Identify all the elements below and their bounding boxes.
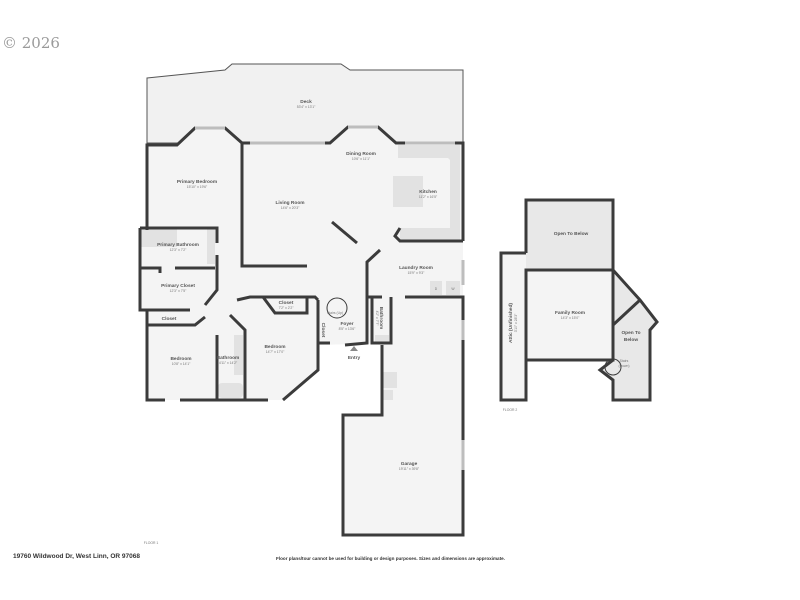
attic-dim: 3'10" x 28'3" <box>514 313 518 332</box>
dining-label: Dining Room <box>346 151 376 157</box>
stairs-up-label: Stairs (Up) <box>327 311 343 315</box>
entry-label: Entry <box>348 355 361 361</box>
open-to-below-right-label-1: Open To <box>621 330 640 336</box>
bathroom-dim: 4'11" x 14'2" <box>219 361 238 365</box>
foyer-dim: 8'5" x 13'6" <box>339 327 357 331</box>
open-to-below-right-label-2: Below <box>624 337 638 343</box>
dryer-label: D <box>435 287 438 291</box>
bedroom-left-label: Bedroom <box>170 356 191 362</box>
primary-bedroom-label: Primary Bedroom <box>177 179 217 185</box>
bedroom-mid-label: Bedroom <box>264 344 285 350</box>
kitchen-label: Kitchen <box>419 189 437 195</box>
bathroom-small-dim: 4'2" x 7'7" <box>375 311 379 327</box>
kitchen-dim: 11'2" x 16'5" <box>419 195 438 199</box>
dining-dim: 10'6" x 11'1" <box>352 157 371 161</box>
open-to-below-top-label: Open To Below <box>554 231 589 237</box>
living-room-label: Living Room <box>275 200 304 206</box>
deck-label: Deck <box>300 99 312 105</box>
stairs-down-label-2: (Down) <box>619 364 630 368</box>
family-room-dim: 14'3" x 15'0" <box>561 316 580 320</box>
bathroom-small-label: Bathroom <box>378 307 384 330</box>
stairs-down-label-1: Stairs <box>620 359 629 363</box>
primary-bathroom-label: Primary Bathroom <box>157 242 199 248</box>
property-address: 19760 Wildwood Dr, West Linn, OR 97068 <box>13 553 140 560</box>
bedroom-mid-dim: 14'7" x 17'0" <box>266 350 285 354</box>
garage-label: Garage <box>401 461 418 467</box>
bedroom-left-dim: 10'8" x 14'1" <box>172 362 191 366</box>
primary-closet-label: Primary Closet <box>161 283 195 289</box>
laundry-label: Laundry Room <box>399 265 433 271</box>
primary-closet-dim: 12'3" x 7'5" <box>170 289 188 293</box>
closet-dim: 7'2" x 2'2" <box>279 306 295 310</box>
entry-arrow-icon <box>350 346 358 351</box>
garage-dim: 19'11" x 39'8" <box>399 467 420 471</box>
closet-foyer-label: Closet <box>320 323 326 338</box>
attic-label: Attic (Unfinished) <box>508 303 514 343</box>
bathroom-label: Bathroom <box>217 355 240 361</box>
foyer-label: Foyer <box>340 321 353 327</box>
closet-left-label: Closet <box>162 316 177 322</box>
floor2-label: FLOOR 2 <box>503 408 518 412</box>
family-room-label: Family Room <box>555 310 585 316</box>
primary-bathroom-dim: 12'3" x 7'2" <box>170 248 188 252</box>
floor2-plan <box>499 198 659 402</box>
floor1-plan <box>138 125 465 537</box>
disclaimer: Floor plans/tour cannot be used for buil… <box>276 556 505 561</box>
primary-bedroom-dim: 15'10" x 19'6" <box>187 185 208 189</box>
deck-dim: 53'4" x 13'1" <box>297 105 316 109</box>
laundry-dim: 15'9" x 9'3" <box>408 271 426 275</box>
washer-label: W <box>451 287 455 291</box>
closet-label: Closet <box>279 300 294 306</box>
copyright-watermark: © 2026 <box>2 34 60 52</box>
living-room-dim: 14'6" x 20'3" <box>281 206 300 210</box>
floor1-label: FLOOR 1 <box>144 541 159 545</box>
